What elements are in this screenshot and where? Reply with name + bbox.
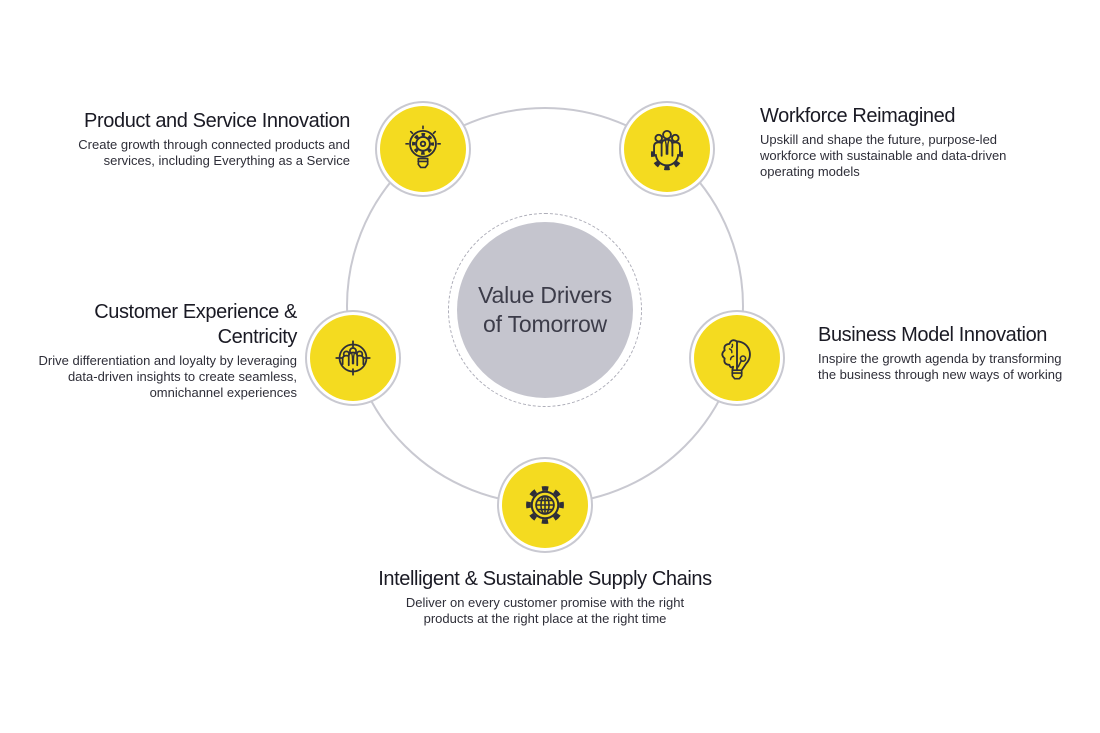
people-target-icon [334,339,371,376]
driver-description: Inspire the growth agenda by transformin… [818,351,1063,382]
center-circle: Value Drivers of Tomorrow [457,222,633,398]
driver-title: Business Model Innovation [818,324,1048,346]
driver-description: Upskill and shape the future, purpose-le… [760,132,1007,179]
center-title-line2: of Tomorrow [483,311,607,337]
node-yellow-circle [693,314,780,401]
node-yellow-circle [379,105,466,192]
node-customer-experience-centricity [305,310,401,406]
center-dashed-ring [448,213,642,407]
node-workforce-reimagined [619,101,715,197]
label-product-service-innovation: Product and Service Innovation Create gr… [40,109,350,169]
label-supply-chains: Intelligent & Sustainable Supply Chains … [345,567,745,627]
node-product-service-innovation [375,101,471,197]
node-supply-chains [497,457,593,553]
driver-title: Intelligent & Sustainable Supply Chains [378,568,712,590]
bulb-gear-icon [404,124,441,168]
label-customer-experience-centricity: Customer Experience & Centricity Drive d… [37,300,298,400]
driver-title: Workforce Reimagined [760,105,956,127]
node-yellow-circle [501,461,588,548]
driver-description: Deliver on every customer promise with t… [405,595,685,626]
driver-title: Product and Service Innovation [84,110,350,132]
driver-description: Drive differentiation and loyalty by lev… [38,353,297,400]
node-business-model-innovation [689,310,785,406]
driver-description: Create growth through connected products… [78,137,350,168]
label-business-model-innovation: Business Model Innovation Inspire the gr… [818,323,1082,383]
node-yellow-circle [623,105,710,192]
center-title-line1: Value Drivers [478,282,612,308]
globe-gear-icon [525,485,564,524]
label-workforce-reimagined: Workforce Reimagined Upskill and shape t… [760,104,1032,179]
driver-title: Customer Experience & Centricity [94,301,297,348]
brain-bulb-icon [720,338,751,380]
node-yellow-circle [309,314,396,401]
people-gear-icon [650,122,683,170]
